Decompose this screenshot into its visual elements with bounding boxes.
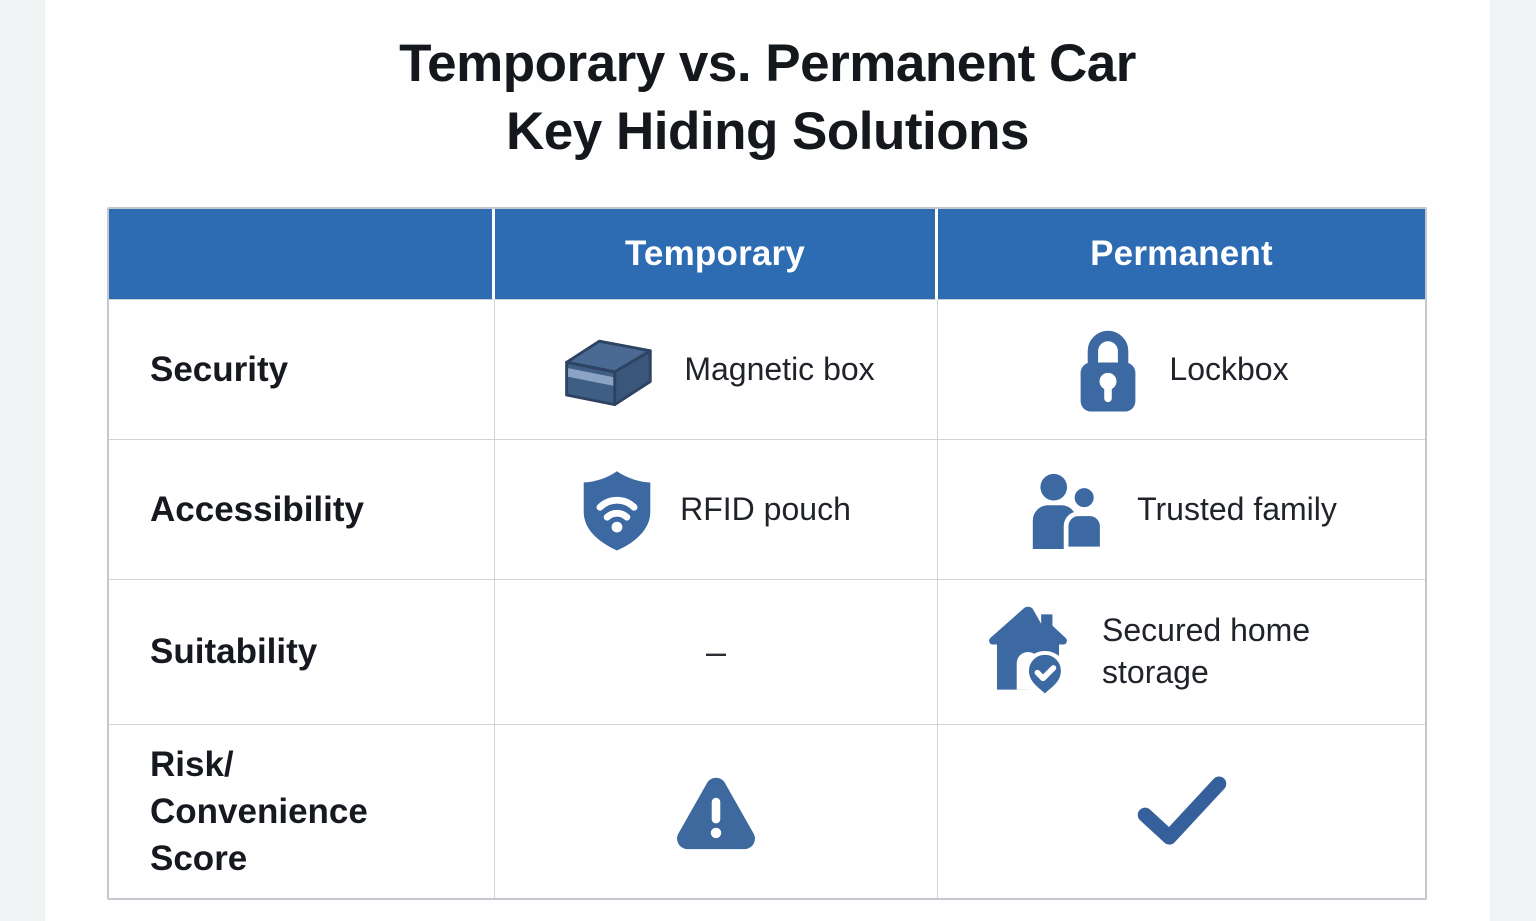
cell-security-permanent: Lockbox <box>938 300 1425 440</box>
row-label-security: Security <box>109 300 495 440</box>
shield-wifi-icon <box>581 468 653 552</box>
people-icon <box>1026 471 1110 549</box>
column-header-permanent: Permanent <box>938 209 1425 300</box>
column-header-temporary: Temporary <box>495 209 938 300</box>
cell-suitability-permanent: Secured home storage <box>938 580 1425 725</box>
column-header-permanent-label: Permanent <box>1090 234 1273 273</box>
column-header-temporary-label: Temporary <box>624 234 806 273</box>
lock-icon <box>1074 326 1142 414</box>
magnetic-box-icon <box>557 332 657 408</box>
comparison-table: Temporary Permanent Security <box>107 207 1427 900</box>
dash-placeholder: – <box>705 631 727 672</box>
cell-text: Lockbox <box>1169 350 1289 387</box>
page-title-line1: Temporary vs. Permanent Car <box>399 34 1136 93</box>
row-label-risk-convenience-score: Risk/ Convenience Score <box>109 725 495 898</box>
content-panel: Temporary vs. Permanent Car Key Hiding S… <box>45 0 1490 921</box>
page-title-line2: Key Hiding Solutions <box>506 101 1029 161</box>
cell-text: RFID pouch <box>680 490 851 527</box>
row-label-suitability: Suitability <box>109 580 495 725</box>
cell-accessibility-permanent: Trusted family <box>938 440 1425 580</box>
cell-security-temporary: Magnetic box <box>495 300 938 440</box>
header-blank-cell <box>109 209 495 300</box>
cell-text: Trusted family <box>1137 490 1337 527</box>
page-title: Temporary vs. Permanent Car Key Hiding S… <box>45 30 1490 166</box>
house-check-icon <box>981 605 1075 699</box>
check-icon <box>1136 775 1228 848</box>
cell-accessibility-temporary: RFID pouch <box>495 440 938 580</box>
cell-suitability-temporary: – <box>495 580 938 725</box>
cell-text: Secured home storage <box>1102 612 1311 690</box>
row-label-accessibility: Accessibility <box>109 440 495 580</box>
cell-risk-permanent <box>938 725 1425 898</box>
cell-risk-temporary <box>495 725 938 898</box>
warning-icon <box>674 773 758 851</box>
cell-text: Magnetic box <box>684 350 875 387</box>
